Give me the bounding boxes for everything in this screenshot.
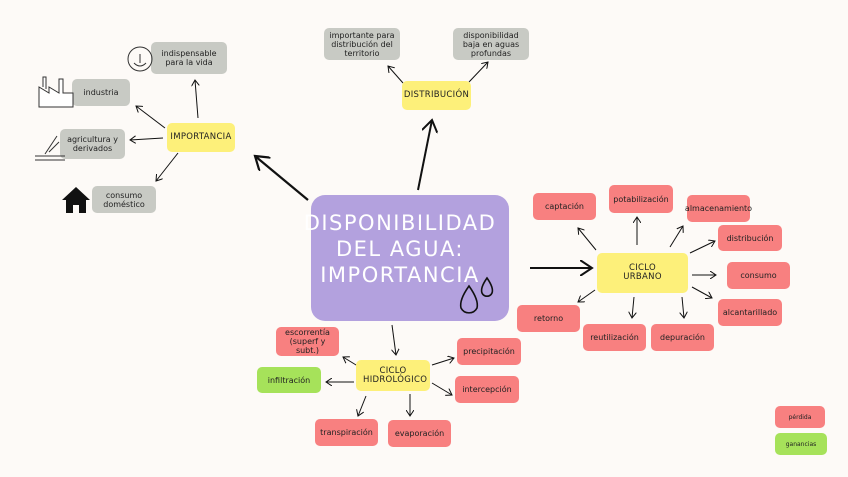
- central-topic: DISPONIBILIDAD DEL AGUA: IMPORTANCIA: [304, 195, 509, 321]
- loss-node: transpiración: [315, 419, 378, 446]
- factory-icon: [38, 76, 74, 108]
- info-node: importante para distribución del territo…: [324, 28, 400, 60]
- loss-node: escorrentía (superf y subt.): [276, 327, 339, 356]
- info-node: indispensable para la vida: [151, 42, 227, 74]
- loss-node: depuración: [651, 324, 714, 351]
- loss-node: intercepción: [455, 376, 519, 403]
- loss-node: alcantarillado: [718, 299, 782, 326]
- distribucion-node: DISTRIBUCIÓN: [402, 81, 471, 110]
- ciclo-hidrologico-node: CICLO HIDROLÓGICO: [356, 360, 430, 391]
- legend-loss: pérdida: [775, 406, 825, 428]
- loss-node: consumo: [727, 262, 790, 289]
- loss-node: distribución: [718, 225, 782, 251]
- info-node: industria: [72, 79, 130, 106]
- loss-node: almacenamiento: [685, 195, 752, 222]
- importancia-node: IMPORTANCIA: [167, 123, 235, 152]
- loss-node: evaporación: [388, 420, 451, 447]
- info-node: agricultura y derivados: [60, 129, 125, 159]
- legend-gain: ganancias: [775, 433, 827, 455]
- loss-node: potabilización: [609, 185, 673, 213]
- farmer-icon: [35, 135, 65, 161]
- hands-plant-icon: [127, 46, 153, 72]
- central-title: DISPONIBILIDAD DEL AGUA: IMPORTANCIA: [303, 211, 497, 287]
- loss-node: captación: [533, 193, 596, 220]
- ciclo-urbano-node: CICLO URBANO: [597, 253, 688, 293]
- water-drops-icon: [459, 276, 494, 314]
- gain-node: infiltración: [257, 367, 321, 393]
- loss-node: retorno: [517, 305, 580, 332]
- house-icon: [62, 187, 90, 213]
- info-node: consumo doméstico: [92, 186, 156, 213]
- info-node: disponibilidad baja en aguas profundas: [453, 28, 529, 60]
- loss-node: precipitación: [457, 338, 521, 365]
- loss-node: reutilización: [583, 324, 646, 351]
